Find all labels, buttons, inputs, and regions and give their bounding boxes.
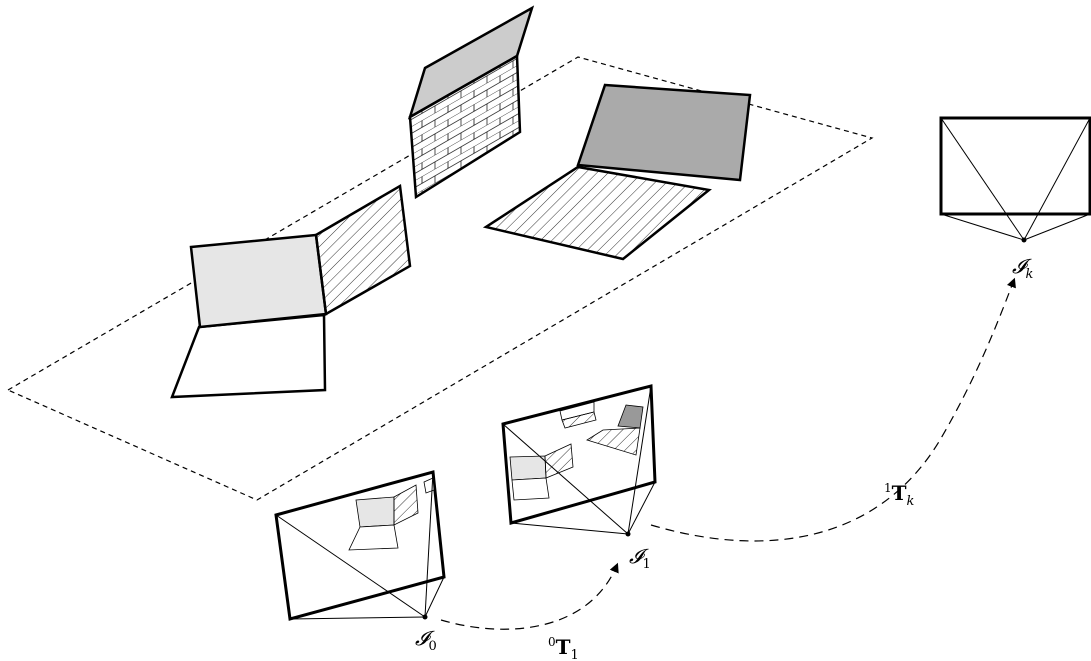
left-object-base xyxy=(170,313,327,399)
camera-1 xyxy=(501,384,657,537)
ground-plane xyxy=(6,56,874,501)
camera-k-label: 𝓘k xyxy=(1012,254,1034,282)
left-object-hatched-panel xyxy=(314,183,412,317)
camera-k-center xyxy=(1021,237,1027,243)
camera-k xyxy=(939,116,1091,243)
left-object xyxy=(170,183,412,399)
camera-1-label: 𝓘1 xyxy=(629,544,651,572)
transform-1-k-label: 1Tk xyxy=(884,481,915,509)
right-object-hatched-floor xyxy=(482,165,712,261)
trajectory-arrow-1-k xyxy=(650,277,1016,542)
middle-object xyxy=(407,5,535,200)
camera-0-label: 𝓘0 xyxy=(415,626,437,654)
camera-1-center xyxy=(625,531,631,537)
camera-k-image-plane xyxy=(939,116,1091,216)
transform-0-1-label: 0T1 xyxy=(548,635,579,661)
right-object-dark-panel xyxy=(576,83,752,182)
left-object-front-panel xyxy=(189,233,328,329)
right-object xyxy=(482,83,752,261)
camera-0 xyxy=(274,470,446,621)
trajectory-arrow-0-1 xyxy=(440,562,619,630)
middle-object-brick-wall xyxy=(408,53,522,200)
camera-0-center xyxy=(422,614,428,620)
